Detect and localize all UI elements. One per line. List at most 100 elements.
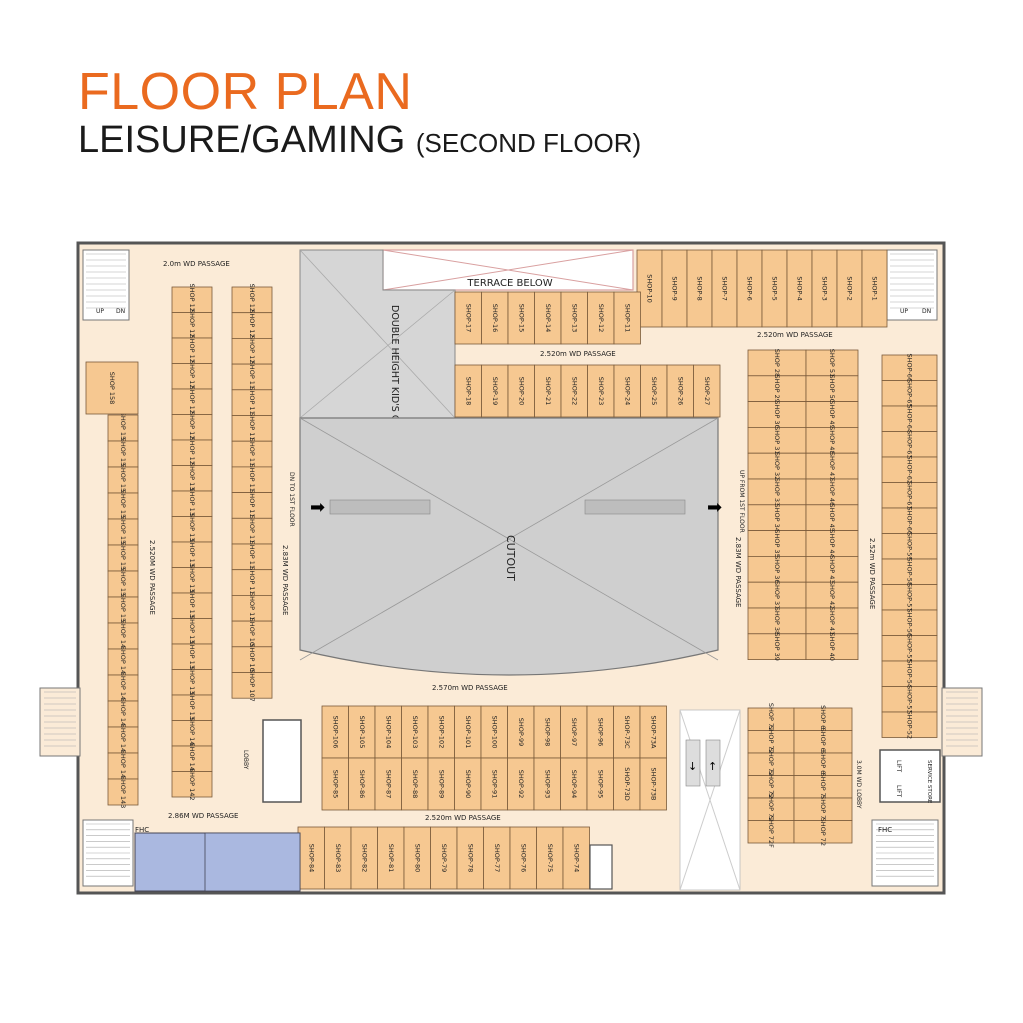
- shop-unit: [636, 249, 663, 328]
- shop-label: SHOP 32: [773, 452, 781, 480]
- shop-unit: [107, 674, 139, 702]
- shop-unit: [107, 570, 139, 598]
- arrow-left-icon: ➡: [310, 497, 325, 518]
- shop-label: SHOP-63: [906, 430, 914, 459]
- passage-bottom: 2.520m WD PASSAGE: [425, 814, 501, 822]
- shop-unit: [881, 380, 938, 407]
- shop-label: SHOP-105: [358, 716, 366, 749]
- shop-label: SHOP 146: [119, 698, 127, 731]
- shop-unit: [805, 478, 859, 506]
- shop-unit: [231, 363, 273, 391]
- kids-gaming-label: DOUBLE HEIGHT KID'S GAMING: [389, 305, 400, 454]
- shop-label: SHOP 45: [828, 504, 836, 532]
- shop-unit: [881, 482, 938, 509]
- cutout-label: CUTOUT: [504, 535, 517, 581]
- shop-unit: [693, 364, 721, 418]
- shop-label: SHOP 155: [119, 464, 127, 497]
- shop-label: SHOP 136: [188, 615, 196, 648]
- shop-unit: [171, 414, 213, 441]
- passage-left-outer: 2.520M WD PASSAGE: [148, 540, 156, 615]
- shop-label: SHOP-73A: [649, 716, 657, 750]
- lobby-label: LOBBY: [242, 750, 249, 770]
- shop-label: SHOP-21: [544, 377, 552, 406]
- shop-label: SHOP-96: [596, 718, 604, 747]
- shop-label: SHOP 145: [119, 724, 127, 757]
- passage-mid: 2.570m WD PASSAGE: [432, 684, 508, 692]
- shop-unit: [401, 757, 429, 811]
- stair-treads: [44, 253, 978, 877]
- shop-label: SHOP-80: [413, 844, 421, 873]
- shop-label: SHOP-84: [307, 844, 315, 873]
- shop-unit: [881, 635, 938, 662]
- shop-unit: [587, 291, 615, 345]
- shop-unit: [881, 660, 938, 687]
- shop-label: SHOP 156: [119, 438, 127, 471]
- shop-unit: [430, 826, 458, 890]
- shop-label: SHOP 144: [119, 750, 127, 783]
- shop-label: SHOP-4: [796, 276, 804, 300]
- up-label-tr: UP: [900, 308, 908, 315]
- shop-unit: [613, 291, 641, 345]
- shop-label: SHOP 154: [119, 490, 127, 523]
- shop-unit: [171, 567, 213, 594]
- shop-label: SHOP-77: [493, 844, 501, 873]
- shop-unit: [324, 826, 352, 890]
- shop-unit: [231, 569, 273, 596]
- shop-label: SHOP-54: [906, 659, 914, 688]
- subtitle-main: LEISURE/GAMING: [78, 119, 406, 161]
- shop-unit: [805, 633, 859, 660]
- shop-label: SHOP 139: [188, 691, 196, 724]
- shop-label: SHOP 29: [773, 375, 781, 403]
- shop-unit: [736, 249, 763, 328]
- lift-block-right: [879, 749, 941, 803]
- shop-label: SHOP-79: [440, 844, 448, 873]
- shop-label: SHOP 150: [119, 594, 127, 627]
- shop-unit: [231, 595, 273, 622]
- shop-unit: [861, 249, 888, 328]
- shop-unit: [613, 364, 641, 418]
- shop-label: SHOP 42: [828, 581, 836, 609]
- shop-label: SHOP 72A: [767, 703, 775, 736]
- shop-label: SHOP-62: [906, 455, 914, 484]
- shop-label: SHOP 72C: [767, 748, 775, 781]
- shop-unit: [427, 757, 455, 811]
- shop-label: SHOP-92: [517, 770, 525, 799]
- shop-unit: [805, 504, 859, 531]
- shop-unit: [231, 672, 273, 699]
- shop-label: SHOP-75: [546, 844, 554, 873]
- shop-unit: [881, 431, 938, 458]
- shop-unit: [881, 609, 938, 636]
- shop-label: SHOP 28: [773, 349, 781, 377]
- escalator-left: [329, 499, 431, 515]
- shop-label: SHOP 148: [119, 646, 127, 679]
- shop-label: SHOP-19: [491, 377, 499, 406]
- shop-label: SHOP-76: [519, 844, 527, 873]
- shop-unit: [350, 826, 378, 890]
- shop-label: SHOP 69: [819, 750, 827, 778]
- shop-label: SHOP 34: [773, 504, 781, 532]
- shop-label: SHOP 41: [828, 607, 836, 635]
- shop-unit: [805, 375, 859, 402]
- passage-right-inner: 2.83M WD PASSAGE: [734, 537, 742, 607]
- shop-label: SHOP 120: [248, 335, 256, 368]
- shop-label: SHOP 125: [188, 334, 196, 367]
- shop-label: SHOP 131: [188, 487, 196, 520]
- shop-unit: [747, 375, 807, 402]
- shop-unit: [586, 705, 614, 759]
- shop-unit: [456, 826, 484, 890]
- shop-label: SHOP 140: [188, 717, 196, 750]
- shop-unit: [107, 440, 139, 468]
- shop-label: SHOP 48: [828, 426, 836, 454]
- stair-top-left: [82, 249, 130, 321]
- shop-unit: [171, 745, 213, 772]
- shop-unit: [881, 507, 938, 534]
- shop-label: SHOP 38: [773, 607, 781, 635]
- shop-unit: [107, 726, 139, 754]
- shop-unit: [454, 705, 482, 759]
- shop-unit: [231, 415, 273, 442]
- shop-label: SHOP-53: [906, 685, 914, 714]
- shop-label: SHOP 36: [773, 555, 781, 583]
- shop-label: SHOP-1: [871, 276, 879, 300]
- shop-label: SHOP 126: [188, 360, 196, 393]
